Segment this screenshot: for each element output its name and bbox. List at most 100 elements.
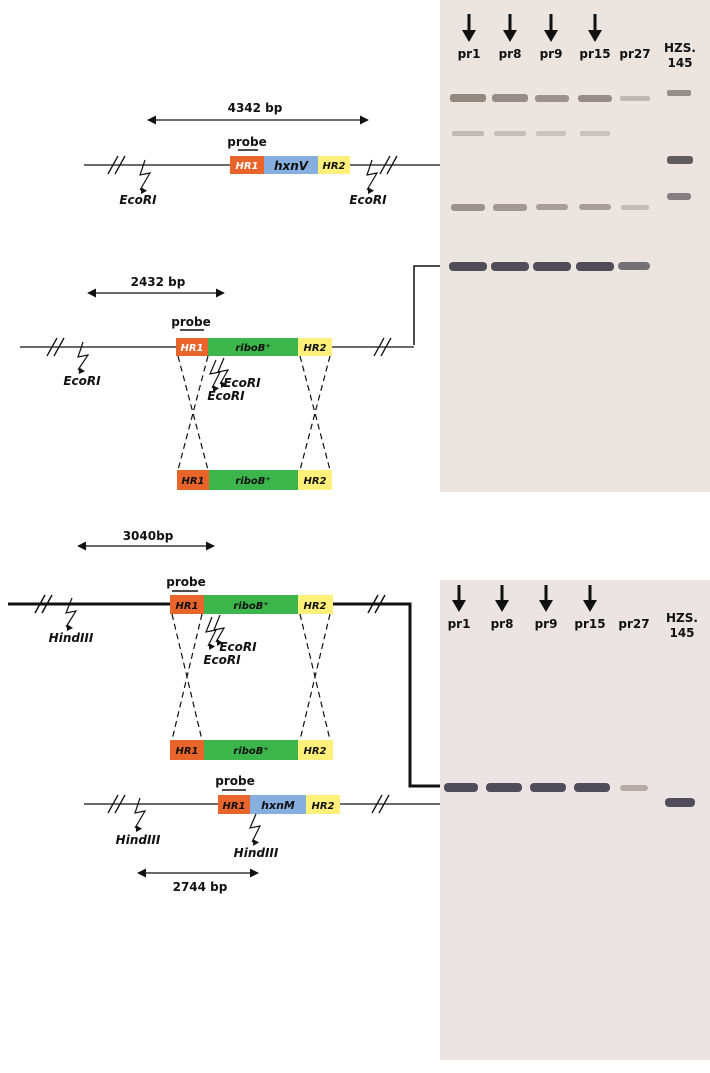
- restriction-site-label: EcoRI: [203, 653, 241, 667]
- restriction-site-bolt-icon: [216, 357, 230, 388]
- gel-band: [530, 783, 566, 792]
- fragment-size-label: 4342 bp: [228, 101, 283, 115]
- lane-label: pr27: [619, 47, 650, 61]
- hr1-box: [176, 338, 208, 356]
- chromosome-break-mark: [107, 794, 126, 814]
- probe-label: probe: [215, 774, 254, 788]
- gel-band: [578, 95, 612, 102]
- restriction-site-label: EcoRI: [223, 376, 261, 390]
- probe-label: probe: [166, 575, 205, 589]
- gel-band: [618, 262, 650, 270]
- gel-band: [665, 798, 695, 807]
- lane-label: pr9: [540, 47, 563, 61]
- gel-band: [444, 783, 478, 792]
- lane-label-second-line: 145: [667, 56, 692, 70]
- fragment-size-label: 2432 bp: [131, 275, 186, 289]
- construct-hxnV: 4342 bp probe HR1 hxnV HR2 EcoRI EcoRI: [84, 101, 440, 207]
- gel-bottom-background: [440, 580, 710, 1060]
- lane-label: HZS.: [666, 611, 698, 625]
- insert-gene-label: riboB⁺: [235, 476, 270, 487]
- lane-arrow: [452, 585, 466, 612]
- chromosome-break-mark: [34, 594, 53, 614]
- restriction-site-label: EcoRI: [207, 389, 245, 403]
- gel-band: [492, 94, 528, 102]
- gel-bottom-lane-arrows: [452, 585, 597, 612]
- lane-arrow: [583, 585, 597, 612]
- restriction-site-bolt-icon: [77, 341, 90, 374]
- restriction-site-bolt-icon: [366, 159, 379, 194]
- lane-label: pr9: [535, 617, 558, 631]
- gel-top-background: [440, 0, 710, 492]
- restriction-site-bolt-icon: [248, 813, 262, 846]
- fragment-size-label: 3040bp: [123, 529, 174, 543]
- hr2-box: [318, 156, 350, 174]
- gene-box-riboB: [204, 595, 298, 614]
- lane-arrow: [495, 585, 509, 612]
- chromosome-break-mark: [371, 794, 390, 814]
- gel-band: [667, 90, 691, 96]
- gel-top-lane-labels: pr1 pr8 pr9 pr15 pr27 HZS. 145: [458, 41, 696, 70]
- chromosome-break-mark: [367, 594, 386, 614]
- gel-top-lane-arrows: [462, 14, 602, 42]
- gel-bottom-lane-labels: pr1 pr8 pr9 pr15 pr27 HZS. 145: [448, 611, 698, 640]
- restriction-site-bolt-icon: [208, 359, 222, 392]
- hr2-box: [298, 338, 332, 356]
- gel-band: [667, 156, 693, 164]
- lane-label: HZS.: [664, 41, 696, 55]
- insert-gene-label: riboB⁺: [233, 746, 268, 757]
- gel-band: [486, 783, 522, 792]
- lane-arrow: [503, 14, 517, 42]
- gel-band: [536, 131, 566, 136]
- probe-label: probe: [227, 135, 266, 149]
- gene-label: riboB⁺: [235, 343, 270, 354]
- lane-arrow: [544, 14, 558, 42]
- restriction-site-label: EcoRI: [219, 640, 257, 654]
- chromosome-break-mark: [107, 155, 126, 175]
- hr1-label: HR1: [175, 601, 198, 612]
- construct-riboB-hindiii: 3040bp probe HR1 riboB⁺ HR2 HindIII EcoR…: [8, 529, 388, 760]
- gel-band: [450, 94, 486, 102]
- hr2-label: HR2: [303, 343, 326, 354]
- gene-box-riboB: [208, 338, 298, 356]
- gel-band: [535, 95, 569, 102]
- gel-band: [491, 262, 529, 271]
- lane-label: pr1: [448, 617, 471, 631]
- insert-hr1-box: [170, 740, 204, 760]
- crossover-lines: [177, 355, 331, 471]
- insert-hr2-box: [298, 740, 333, 760]
- lane-arrow: [588, 14, 602, 42]
- probe-label: probe: [171, 315, 210, 329]
- restriction-site-label: EcoRI: [119, 193, 157, 207]
- insert-gene-box: [204, 740, 298, 760]
- connector-line-top: [413, 265, 440, 345]
- hr2-label: HR2: [303, 601, 326, 612]
- construct-riboB-ecori: 2432 bp probe HR1 riboB⁺ HR2 EcoRI EcoRI…: [20, 275, 414, 490]
- chromosome-break-mark: [46, 337, 65, 357]
- lane-label: pr15: [574, 617, 605, 631]
- hr2-label: HR2: [311, 801, 334, 812]
- hr2-box: [298, 595, 333, 614]
- gel-band: [449, 262, 487, 271]
- gene-label: riboB⁺: [233, 601, 268, 612]
- lane-label: pr8: [499, 47, 522, 61]
- gene-box-hxnM: [250, 795, 306, 814]
- restriction-site-label: HindIII: [234, 846, 279, 860]
- connector-line-bottom: [388, 602, 440, 788]
- gel-band: [620, 96, 650, 101]
- insert-hr1-label: HR1: [181, 476, 204, 487]
- hr2-box: [306, 795, 340, 814]
- gene-label: hxnV: [274, 159, 310, 173]
- gel-bottom-bands: [444, 783, 695, 807]
- gel-band: [536, 204, 568, 210]
- gel-top-bands: [449, 90, 693, 271]
- hr2-label: HR2: [322, 161, 345, 172]
- gel-band: [621, 205, 649, 210]
- gel-band: [576, 262, 614, 271]
- lane-arrow: [539, 585, 553, 612]
- lane-label-second-line: 145: [669, 626, 694, 640]
- gel-band: [580, 131, 610, 136]
- gel-band: [451, 204, 485, 211]
- gel-band: [579, 204, 611, 210]
- restriction-site-bolt-icon: [134, 797, 147, 832]
- lane-label: pr8: [491, 617, 514, 631]
